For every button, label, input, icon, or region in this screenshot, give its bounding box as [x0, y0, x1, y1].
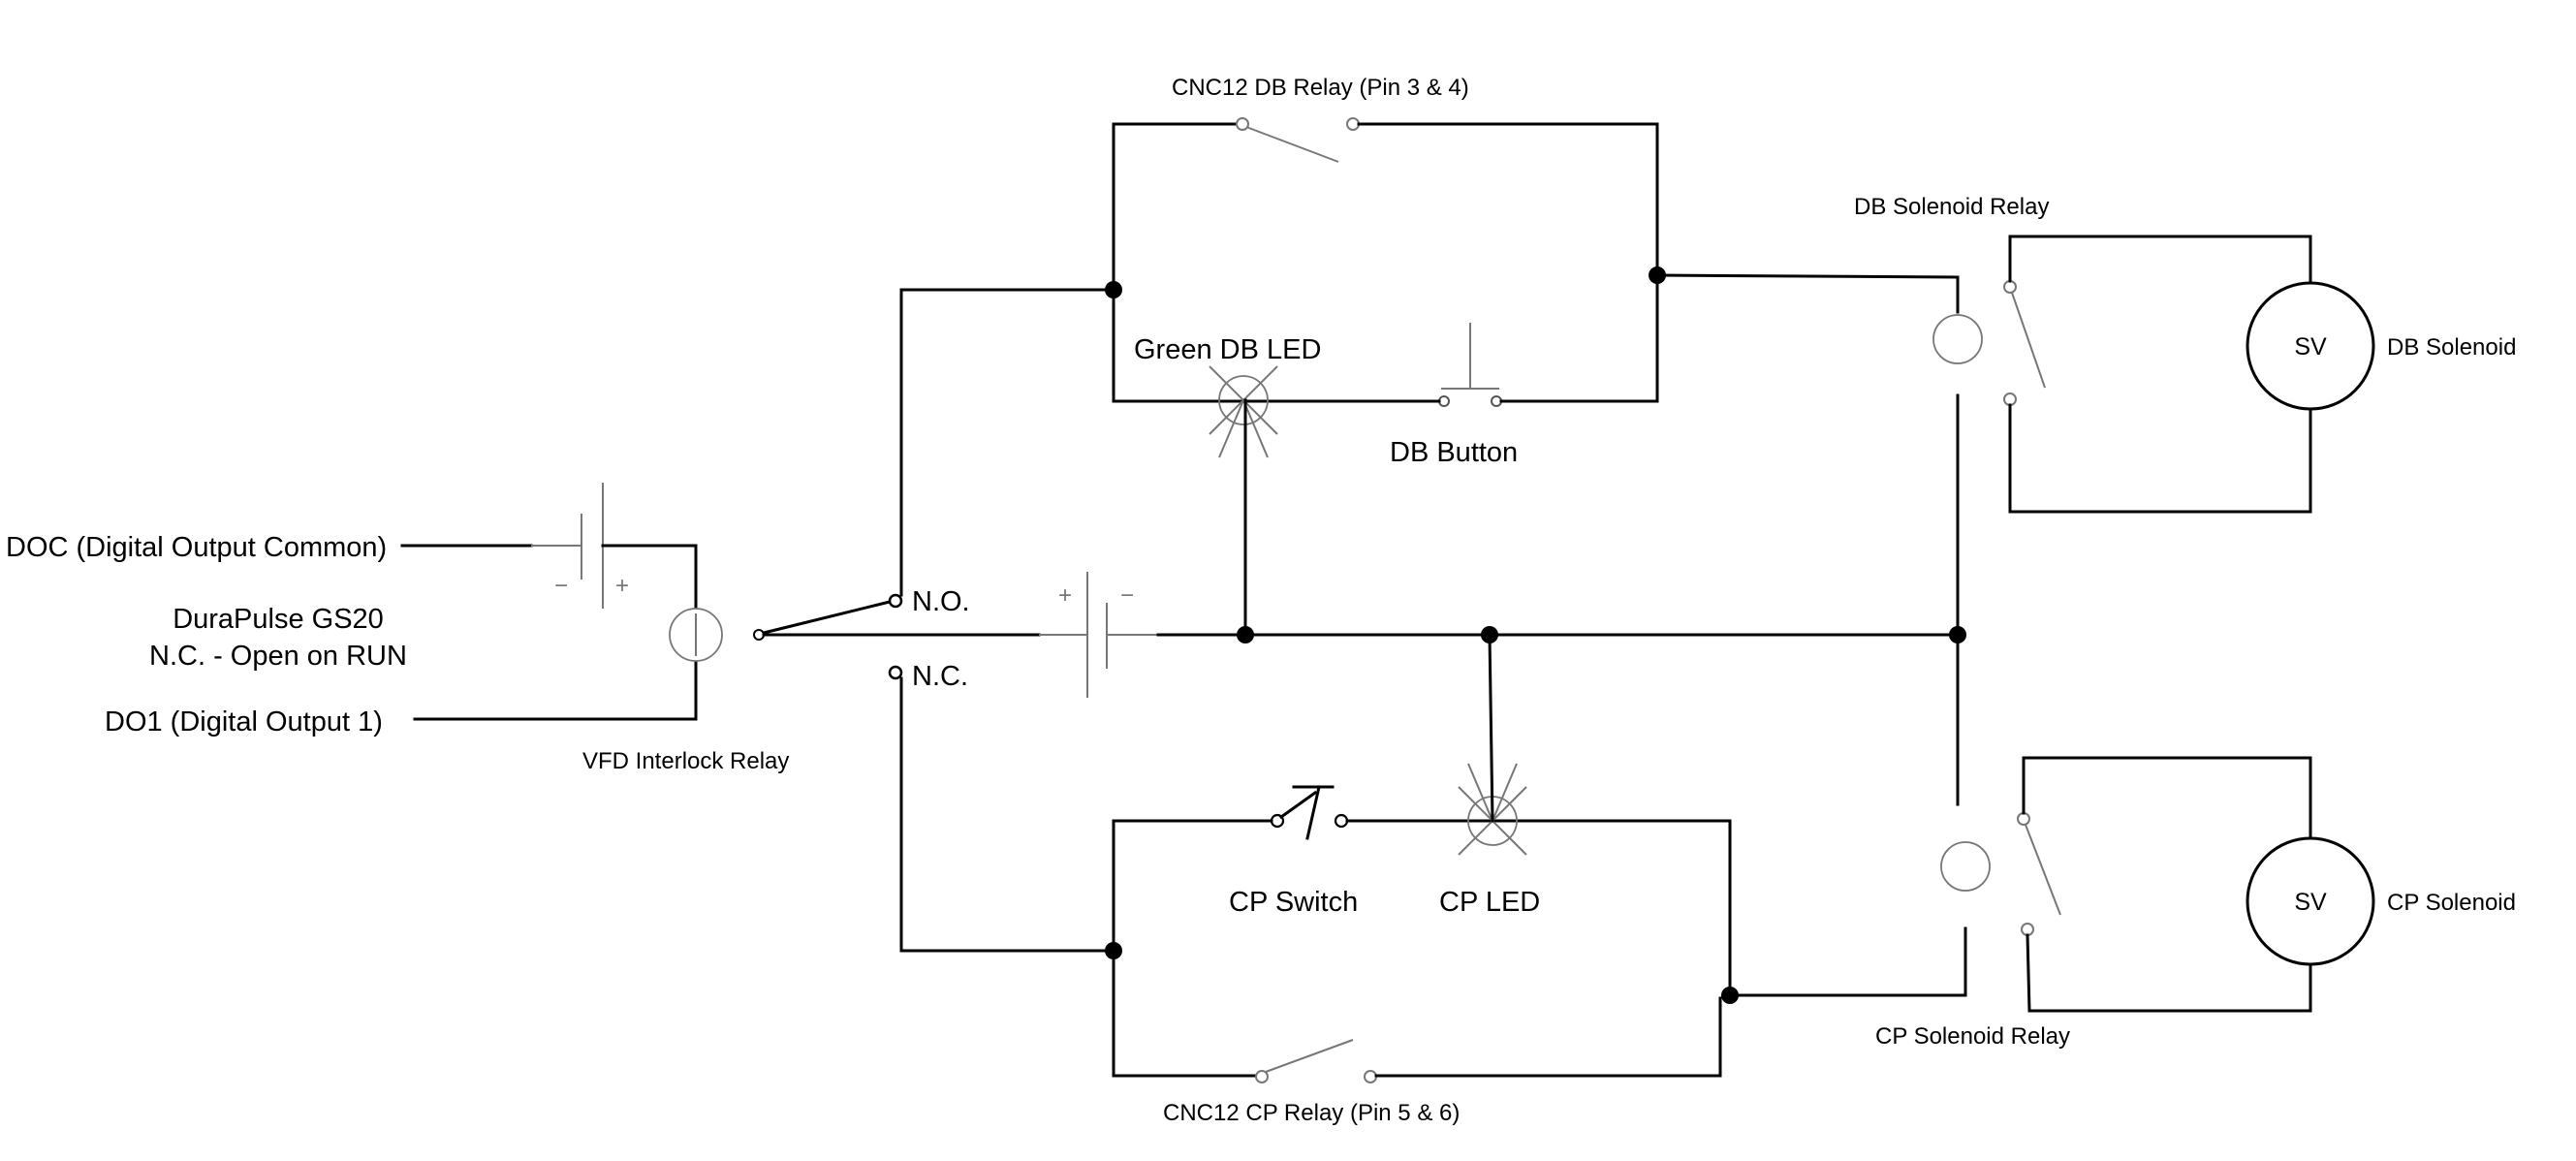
cp-solenoid-loop-bottom — [2026, 933, 2312, 1013]
cp-led-label: CP LED — [1439, 887, 1540, 918]
do1-label: DO1 (Digital Output 1) — [105, 706, 383, 737]
nc-label: N.C. — [912, 661, 968, 692]
db-button-label: DB Button — [1390, 437, 1518, 468]
cp-solenoid-loop — [2022, 756, 2312, 840]
nc-wire — [899, 676, 1115, 953]
db-top-right-wire — [1357, 122, 1659, 403]
vfd-relay-coil — [669, 608, 723, 662]
cp-node-left — [1105, 942, 1122, 959]
cp-solenoid-relay-switch — [2017, 812, 2061, 936]
cp-solenoid-relay-label: CP Solenoid Relay — [1875, 1023, 2070, 1050]
cnc12-db-relay-switch — [1236, 117, 1360, 163]
green-db-led-icon — [1209, 365, 1278, 458]
cp-switch-icon — [1270, 785, 1349, 840]
doc-label: DOC (Digital Output Common) — [6, 532, 387, 563]
vfd-relay-switch — [753, 593, 903, 680]
cp-bottom-wire-right — [1374, 996, 1722, 1078]
dc-source-right: + − — [1039, 572, 1158, 698]
db-solenoid-loop-bottom — [2008, 403, 2312, 514]
db-solenoid-relay-coil — [1932, 314, 1983, 364]
db-solenoid-relay-label: DB Solenoid Relay — [1854, 194, 2049, 220]
dc-source-left: − + — [531, 483, 698, 609]
db-button-icon — [1438, 323, 1502, 407]
db-solenoid-label: DB Solenoid — [2387, 334, 2516, 361]
cnc12-db-relay-label: CNC12 DB Relay (Pin 3 & 4) — [1172, 75, 1469, 101]
duralpulse-label-1: DuraPulse GS20 — [173, 604, 384, 635]
db-node-left — [1105, 281, 1122, 298]
cp-sv-text: SV — [2294, 889, 2327, 916]
vfd-relay-label: VFD Interlock Relay — [582, 748, 789, 774]
duralpulse-label-2: N.C. - Open on RUN — [149, 641, 407, 672]
cp-led-to-bus — [1488, 633, 1494, 823]
db-to-relay-wire — [1655, 273, 1960, 279]
db-sv-text: SV — [2294, 333, 2327, 361]
cp-solenoid-symbol — [2246, 836, 2375, 966]
battery-right-minus: − — [1120, 582, 1134, 609]
battery-left-minus: − — [554, 573, 568, 599]
cp-solenoid-label: CP Solenoid — [2387, 890, 2516, 916]
no-label: N.O. — [912, 586, 970, 617]
db-solenoid-symbol — [2246, 281, 2375, 411]
cp-solenoid-relay-coil — [1940, 841, 1991, 892]
battery-right-plus: + — [1058, 582, 1072, 609]
cp-switch-label: CP Switch — [1229, 887, 1358, 918]
db-top-left-wire — [1112, 122, 1239, 403]
cnc12-cp-relay-switch — [1255, 1039, 1377, 1083]
battery-left-plus: + — [615, 573, 629, 599]
no-wire — [899, 288, 1115, 597]
db-solenoid-loop — [2008, 235, 2312, 309]
db-solenoid-relay-switch — [2003, 280, 2046, 406]
cnc12-cp-relay-label: CNC12 CP Relay (Pin 5 & 6) — [1163, 1100, 1460, 1126]
green-db-led-label: Green DB LED — [1134, 334, 1321, 365]
cp-top-left-wire — [1112, 819, 1238, 1078]
